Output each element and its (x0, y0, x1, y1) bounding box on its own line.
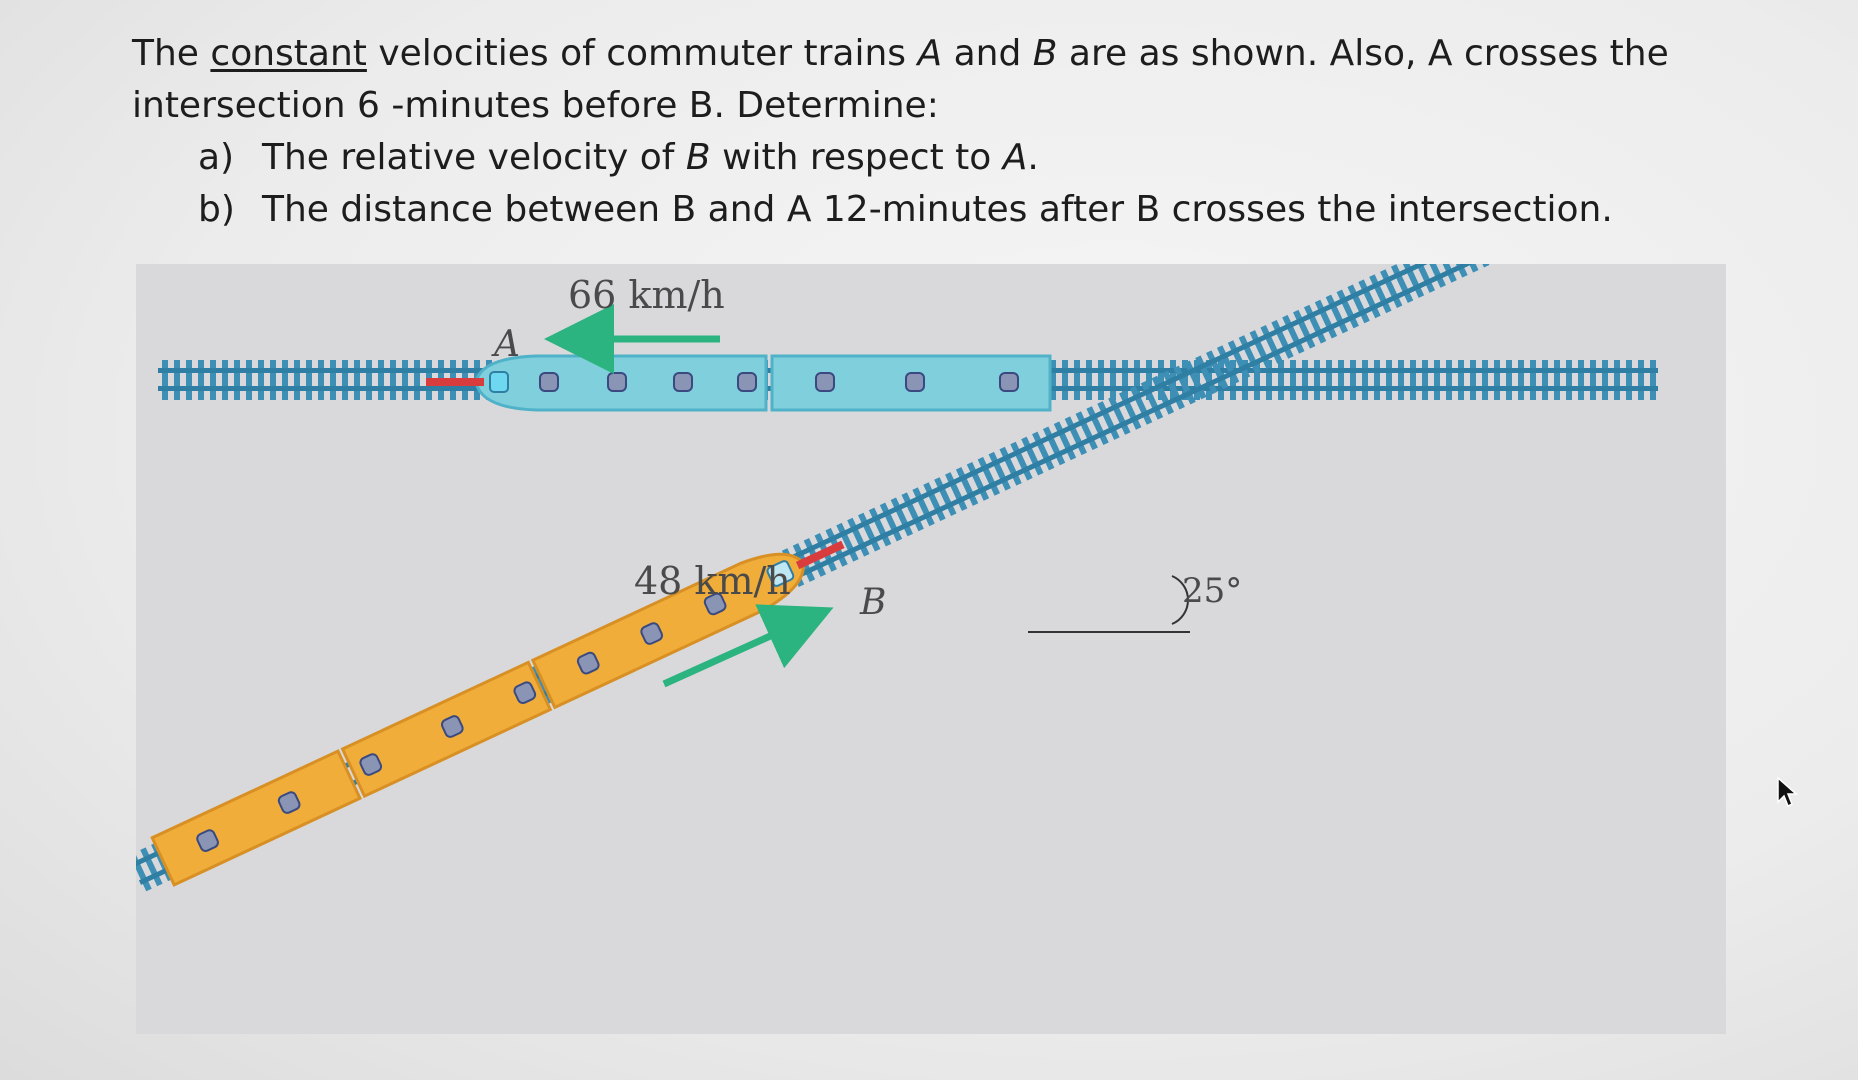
problem-parts: a) The relative velocity of B with respe… (132, 132, 1692, 236)
train-b-label: B (859, 582, 886, 623)
mouse-cursor-icon (1777, 776, 1798, 808)
train-a-label: A (491, 324, 520, 365)
trains-figure: 66 km/h A 48 km/h B 25° (136, 264, 1726, 1034)
underlined-word: constant (210, 33, 367, 74)
angle-indicator (1028, 575, 1190, 633)
part-b: b) The distance between B and A 12-minut… (198, 184, 1692, 236)
train-a (426, 354, 1052, 412)
trains-diagram: 66 km/h A 48 km/h B 25° (136, 264, 1658, 893)
problem-intro-line-2: intersection 6 -minutes before B. Determ… (132, 85, 939, 126)
train-b (150, 540, 845, 887)
train-b-velocity-arrow (662, 604, 834, 688)
train-a-speed-label: 66 km/h (568, 273, 725, 317)
part-b-text: The distance between B and A 12-minutes … (262, 189, 1613, 230)
part-a-label: a) (198, 137, 235, 178)
part-b-label: b) (198, 189, 235, 230)
problem-intro-line-1: The constant velocities of commuter trai… (132, 33, 1669, 74)
problem-statement: The constant velocities of commuter trai… (132, 28, 1692, 236)
angle-label: 25° (1182, 571, 1242, 611)
train-b-speed-label: 48 km/h (634, 559, 791, 603)
part-a: a) The relative velocity of B with respe… (198, 132, 1692, 184)
part-a-text: The relative velocity of B with respect … (262, 137, 1039, 178)
